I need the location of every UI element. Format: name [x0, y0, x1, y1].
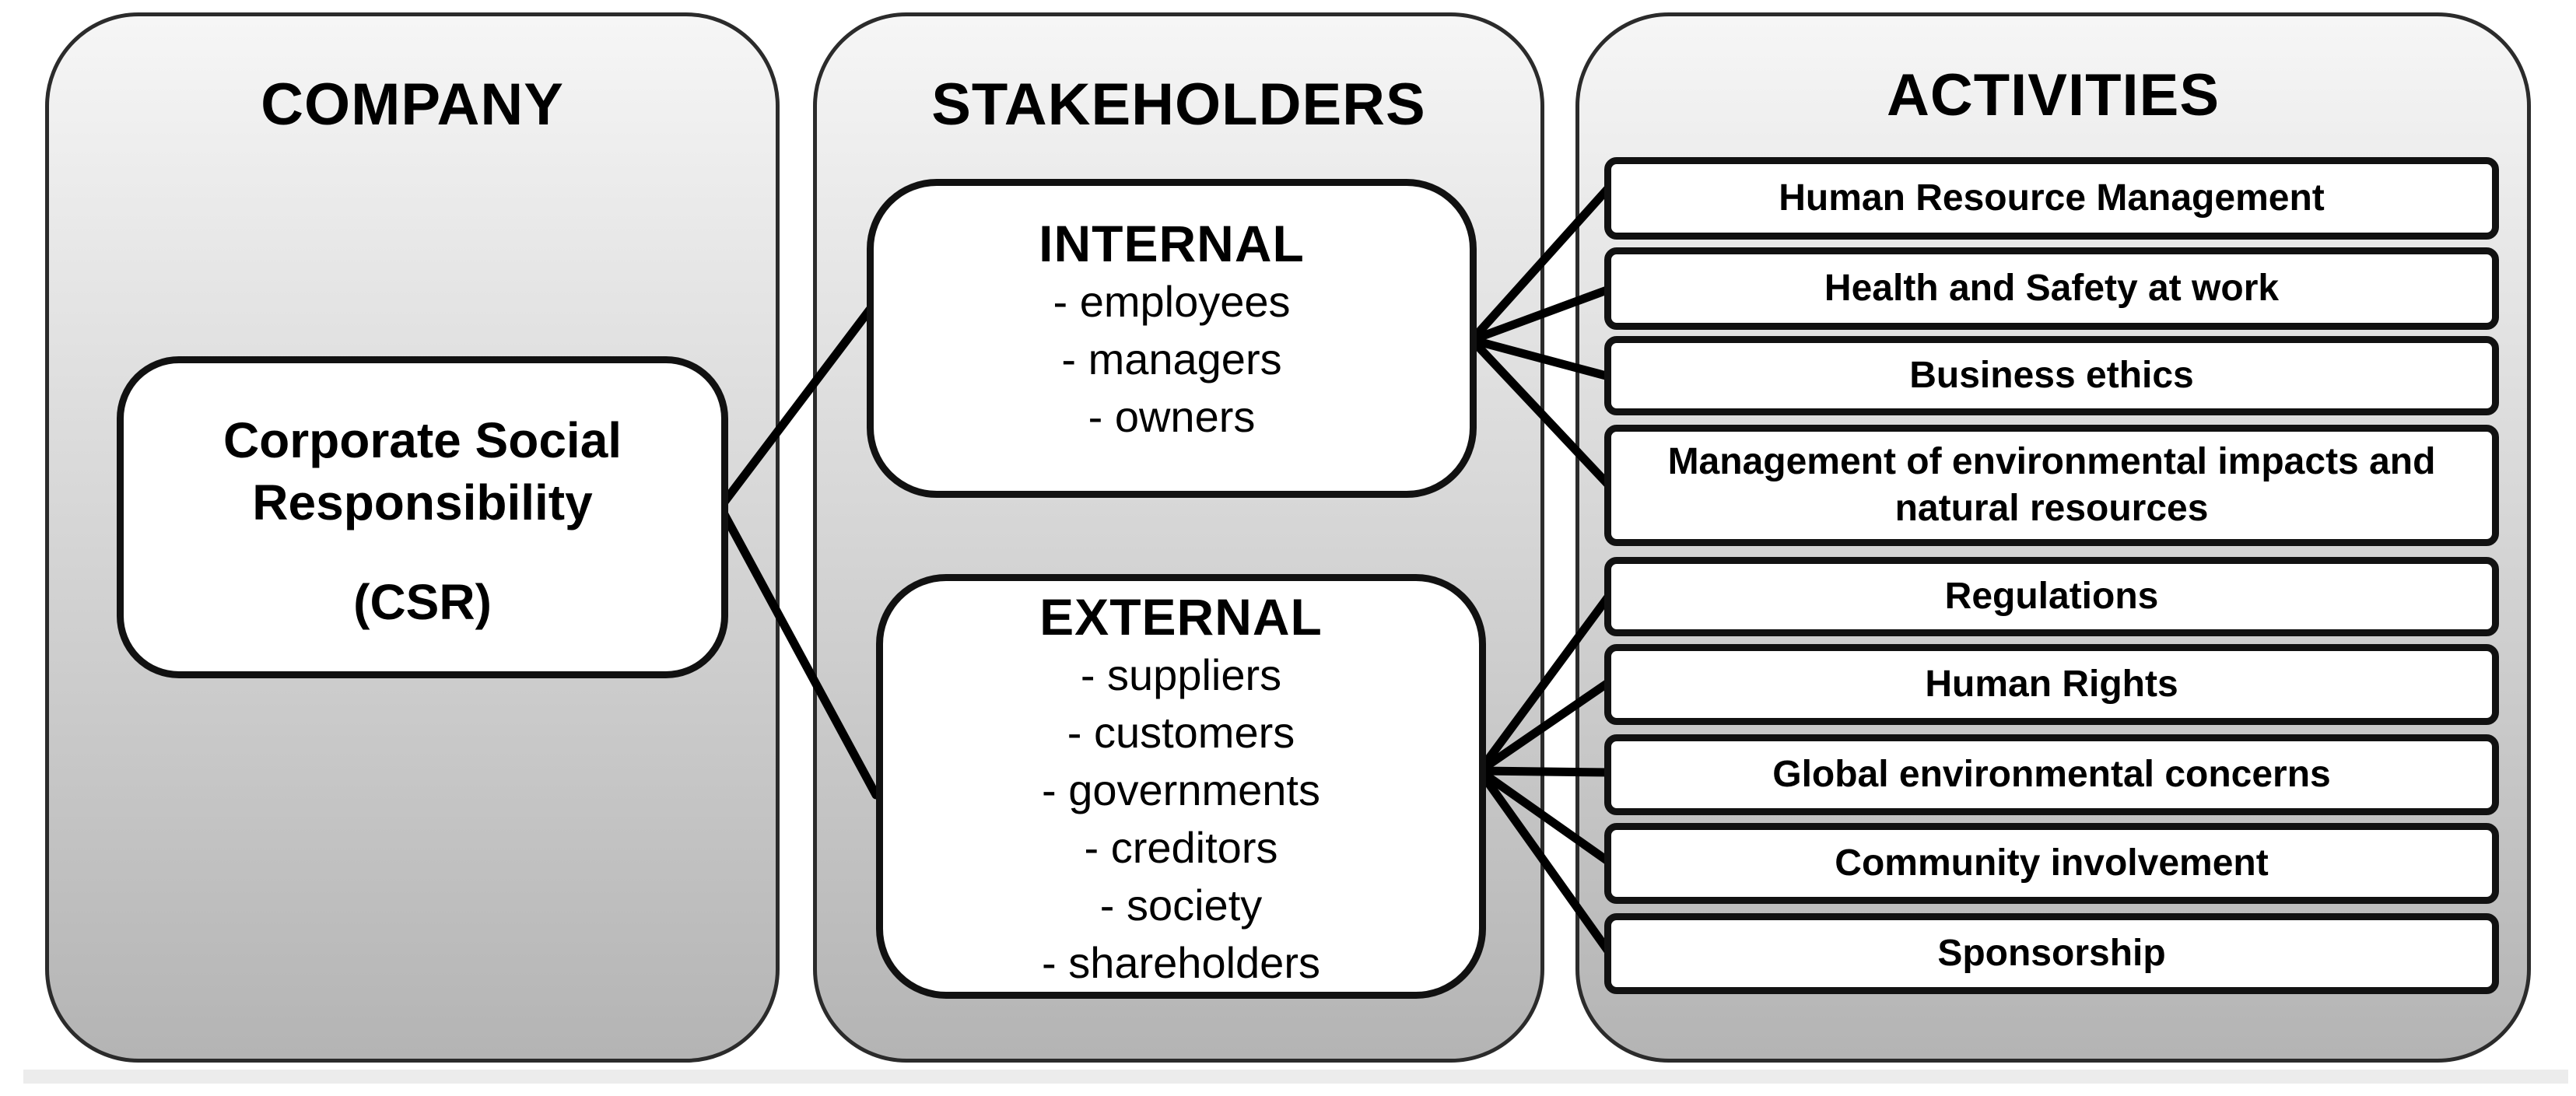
activity-human-rights: Human Rights	[1604, 644, 2499, 725]
connector-internal-act-4	[1467, 335, 1614, 490]
connector-internal-act-3	[1467, 335, 1614, 381]
activity-business-ethics: Business ethics	[1604, 336, 2499, 415]
external-item: - customers	[1067, 708, 1295, 757]
external-stakeholders-box: EXTERNAL - suppliers - customers - gover…	[876, 574, 1486, 999]
connector-external-act-6	[1475, 678, 1614, 776]
connector-csr-internal	[716, 305, 874, 512]
internal-stakeholders-box: INTERNAL - employees - managers - owners	[867, 179, 1477, 498]
external-title: EXTERNAL	[1039, 588, 1323, 646]
activities-column-title: ACTIVITIES	[1886, 62, 2220, 128]
connector-external-act-7	[1475, 766, 1614, 777]
external-item: - creditors	[1084, 823, 1278, 872]
internal-item: - owners	[1088, 392, 1256, 441]
connector-external-act-9	[1475, 766, 1614, 957]
activity-regulations: Regulations	[1604, 557, 2499, 636]
external-item: - society	[1099, 881, 1263, 930]
external-item: - suppliers	[1080, 650, 1282, 699]
connector-external-act-5	[1475, 591, 1614, 776]
activity-global-environmental-concerns: Global environmental concerns	[1604, 734, 2499, 815]
connector-csr-external	[716, 502, 881, 800]
company-column-title: COMPANY	[261, 72, 564, 138]
connector-internal-act-1	[1467, 183, 1614, 345]
activity-human-resource-management: Human Resource Management	[1604, 157, 2499, 240]
bottom-strip	[23, 1070, 2568, 1084]
internal-item: - employees	[1053, 277, 1291, 326]
external-item: - governments	[1042, 765, 1320, 814]
csr-box: Corporate Social Responsibility (CSR)	[117, 356, 728, 678]
connector-internal-act-2	[1467, 285, 1614, 345]
activity-sponsorship: Sponsorship	[1604, 913, 2499, 994]
activity-health-and-safety: Health and Safety at work	[1604, 247, 2499, 330]
stakeholders-column-title: STAKEHOLDERS	[931, 72, 1426, 138]
activity-environmental-management: Management of environmental impacts and …	[1604, 425, 2499, 546]
csr-line2: Responsibility	[252, 474, 593, 530]
csr-line3: (CSR)	[353, 574, 492, 630]
csr-line1: Corporate Social	[223, 412, 622, 468]
external-item: - shareholders	[1042, 938, 1320, 987]
activity-community-involvement: Community involvement	[1604, 823, 2499, 904]
internal-title: INTERNAL	[1039, 215, 1305, 272]
internal-item: - managers	[1061, 334, 1282, 383]
connector-external-act-8	[1475, 766, 1614, 867]
